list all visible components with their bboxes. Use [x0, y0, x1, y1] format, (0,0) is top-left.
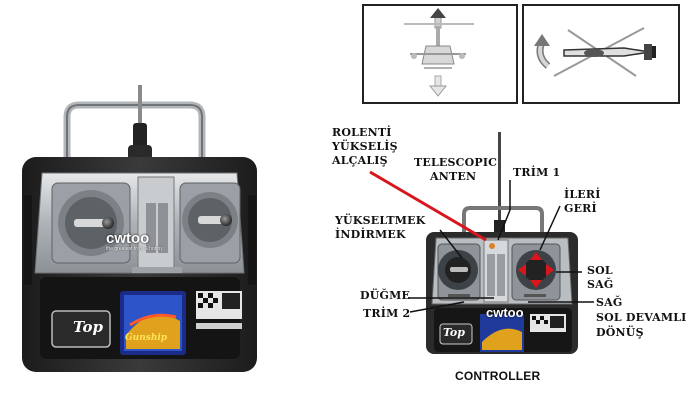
label-yukseltmek: YÜKSELTMEK: [335, 214, 426, 227]
label-controller: CONTROLLER: [455, 369, 541, 383]
label-indirmek: İNDİRMEK: [335, 228, 406, 241]
helicopter-top-illustration: [534, 27, 656, 77]
watermark-brand: cwtoo: [106, 230, 150, 247]
label-sag-2: SAĞ: [596, 296, 623, 309]
watermark-tagline: the greatest toys & hobby: [106, 246, 163, 252]
label-anten: ANTEN: [430, 170, 477, 183]
rotate-arrow-icon: [534, 34, 551, 69]
left-remote-photo: [12, 85, 272, 385]
label-donus: DÖNÜŞ: [596, 326, 644, 339]
helicopter-rotation-frame: [522, 4, 680, 104]
arrow-down-icon: [428, 75, 448, 97]
brand-logo-right: Top: [443, 326, 465, 339]
watermark-right: cwtoo: [486, 305, 524, 320]
sticker-text-left: Gunship: [125, 333, 168, 343]
label-sag: SAĞ: [587, 278, 614, 291]
label-telescopic: TELESCOPIC: [414, 156, 498, 169]
label-sol-devamli: SOL DEVAMLI: [596, 311, 687, 324]
label-trim2: TRİM 2: [363, 307, 411, 320]
label-geri: GERİ: [564, 202, 597, 215]
remote-illustration: [22, 85, 257, 372]
label-alcalis: ALÇALIŞ: [332, 154, 388, 167]
helicopter-vertical-frame: [362, 4, 518, 104]
label-rolenti: ROLENTİ: [332, 126, 392, 139]
brand-logo-left: Top: [73, 318, 103, 336]
label-dugme: DÜĞME: [360, 289, 411, 302]
helicopter-front-illustration: [404, 8, 474, 97]
four-direction-arrows-icon: [518, 252, 554, 288]
label-trim1: TRİM 1: [513, 166, 561, 179]
label-yukselis: YÜKSELİŞ: [332, 140, 398, 153]
watermark-left: cwtoo the greatest toys & hobby: [106, 231, 163, 252]
label-ileri: İLERİ: [564, 188, 601, 201]
label-sol: SOL: [587, 264, 613, 277]
